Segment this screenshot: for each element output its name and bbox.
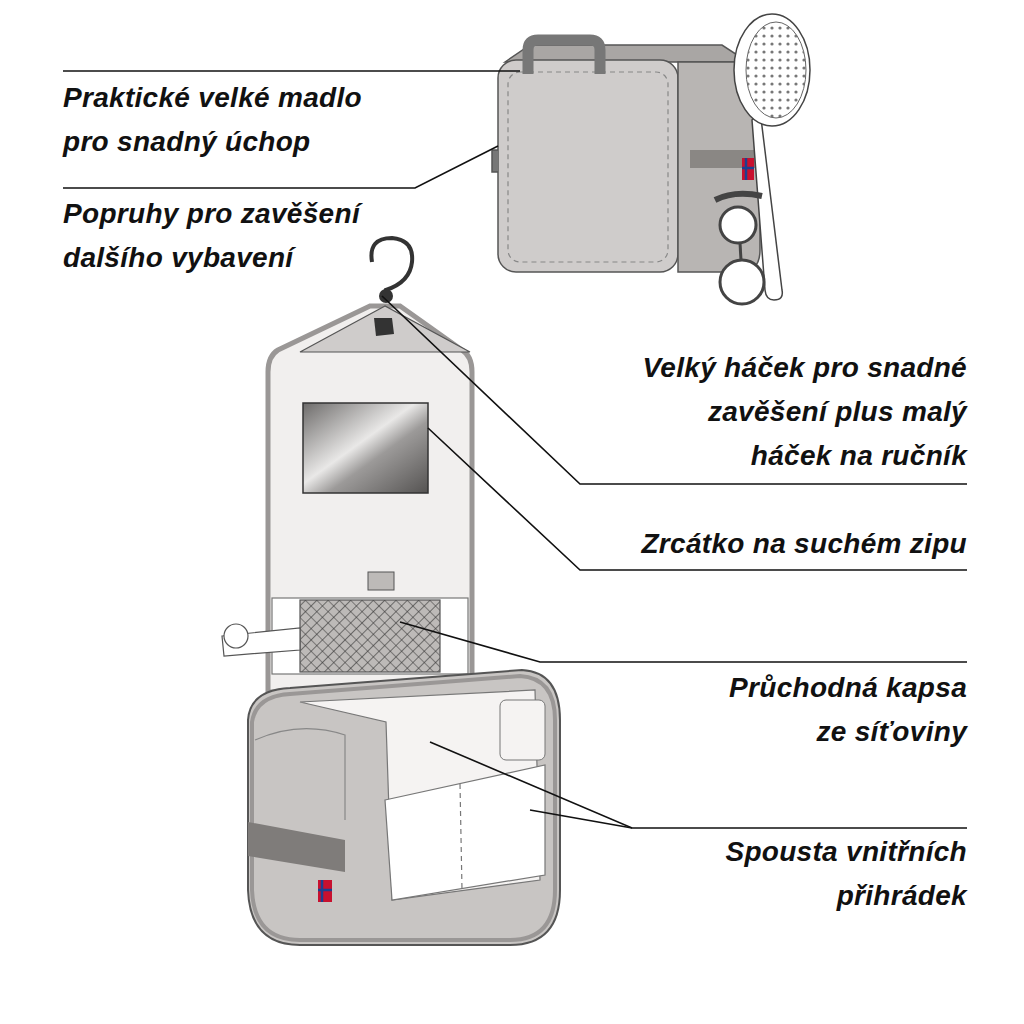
side-pocket: [500, 700, 545, 760]
hook: [371, 238, 412, 302]
mirror: [303, 403, 428, 493]
glasses-temple: [715, 194, 762, 200]
lid-tab: [300, 306, 470, 352]
pocket-seam: [460, 784, 462, 890]
brush-head: [734, 14, 810, 126]
zipper: [252, 676, 555, 940]
callout-label: Popruhy pro zavěšení dalšího vybavení: [63, 192, 381, 280]
callout-label: Velký háček pro snadné zavěšení plus mal…: [637, 346, 967, 478]
loop: [368, 572, 394, 590]
leader-line: [382, 296, 967, 484]
toothbrush-cap: [224, 624, 248, 648]
glasses-lens: [720, 207, 756, 243]
closed-bag: [492, 14, 810, 304]
callout-label: Zrcátko na suchém zipu: [567, 522, 967, 566]
bag-front: [498, 60, 678, 272]
leader-line: [400, 622, 967, 662]
mesh-pocket: [300, 600, 440, 672]
leader-line: [530, 810, 632, 828]
brush-bristles: [746, 22, 806, 118]
callout-label: Spousta vnitřních přihrádek: [687, 830, 967, 918]
flag: [742, 158, 754, 180]
flag-cross: [318, 880, 332, 902]
leader-lines: [63, 71, 967, 828]
glasses-lens: [720, 260, 764, 304]
leader-line: [63, 70, 520, 72]
leader-line: [430, 742, 967, 828]
small-hook: [374, 318, 394, 336]
callout-label: Průchodná kapsa ze síťoviny: [715, 666, 967, 754]
inner-pocket: [385, 765, 545, 900]
bag-handle: [528, 40, 600, 74]
glasses-bridge: [740, 243, 741, 260]
open-bag: [222, 238, 560, 945]
side-seam: [255, 729, 345, 820]
flag-cross: [742, 158, 754, 180]
pocket-panel: [272, 598, 468, 674]
bag-seam: [508, 72, 668, 262]
bag-strap-loop: [492, 150, 498, 172]
callout-label: Praktické velké madlo pro snadný úchop: [63, 76, 381, 164]
side-band: [248, 822, 345, 872]
bag-body: [248, 670, 560, 945]
flag: [318, 880, 332, 902]
